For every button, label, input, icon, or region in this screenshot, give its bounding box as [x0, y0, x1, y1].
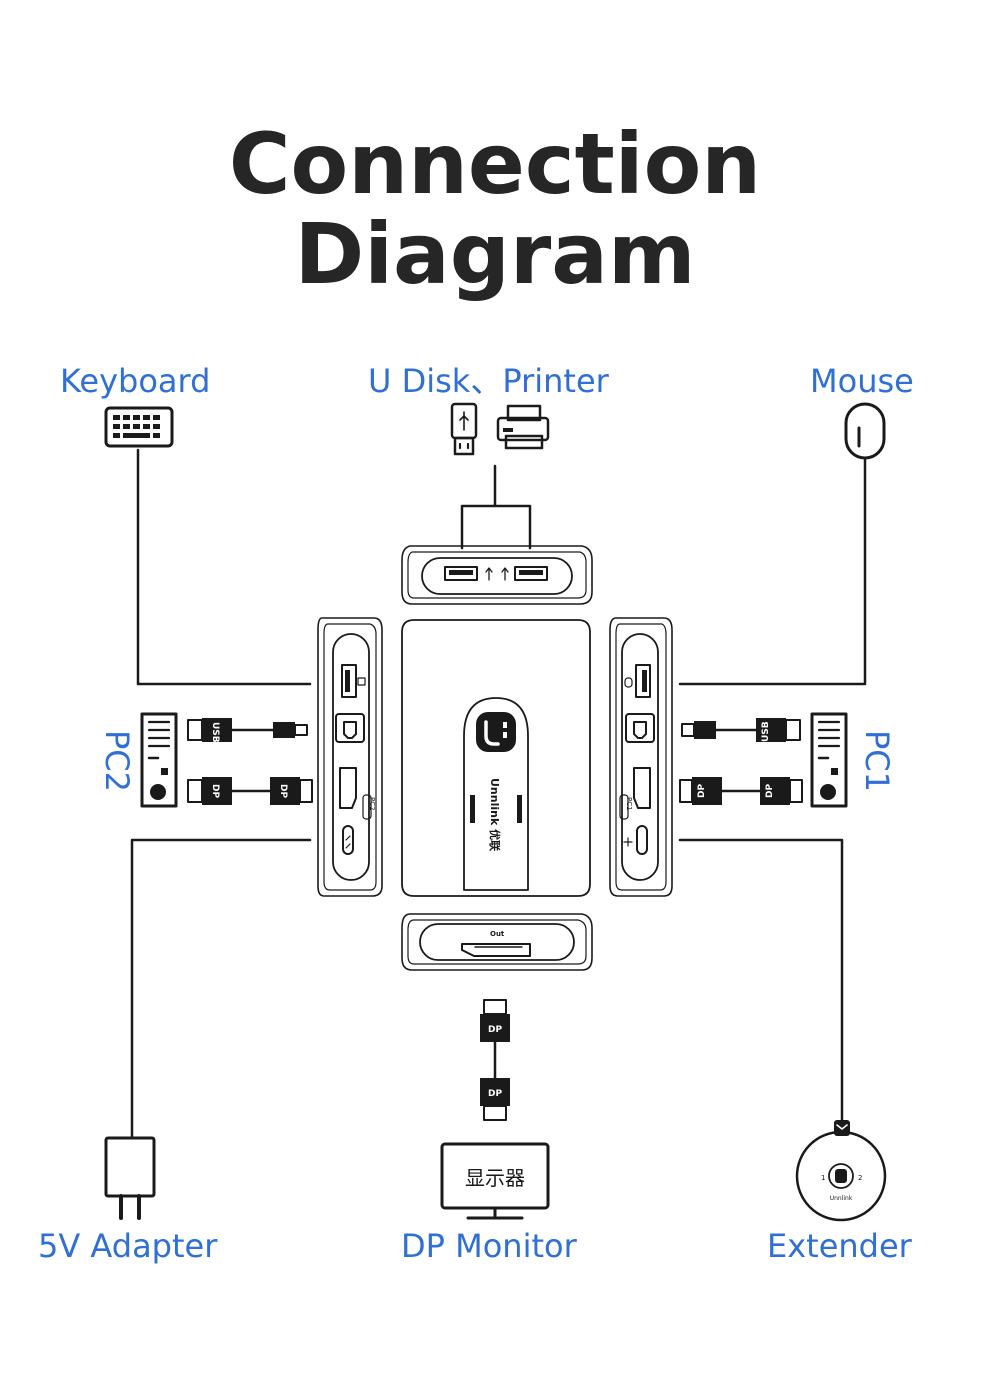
keyboard-label: Keyboard: [60, 362, 211, 400]
pc1-port-tag: PC1: [625, 797, 633, 811]
keyboard-icon: [104, 406, 174, 448]
left-port-panel-pc2: [317, 617, 383, 897]
pc2-dp-connector-label-a: DP: [210, 784, 220, 798]
udisk-printer-label: U Disk、Printer: [368, 362, 609, 400]
monitor-dp-connector-label-a: DP: [488, 1025, 502, 1035]
switch-body: [401, 619, 591, 897]
printer-icon: [496, 404, 550, 450]
pc1-usb-cable: [681, 718, 801, 742]
pc2-dp-cable: [187, 777, 313, 805]
monitor-dp-cable: [480, 999, 510, 1121]
bottom-output-panel: [401, 913, 593, 971]
extender-brand-text: Unnlink: [830, 1195, 853, 1202]
pc1-dp-cable: [679, 777, 803, 805]
extender-icon: [795, 1120, 887, 1222]
top-usb-port-panel: [401, 545, 593, 605]
power-adapter-icon: [104, 1136, 156, 1220]
monitor-dp-connector-label-b: DP: [488, 1089, 502, 1099]
pc1-tower-icon: [810, 712, 848, 808]
pc2-usb-cable: [187, 718, 308, 742]
monitor-screen-text: 显示器: [465, 1166, 525, 1190]
pc1-usb-connector-label: USB: [761, 721, 771, 742]
dp-monitor-label: DP Monitor: [401, 1227, 577, 1265]
monitor-icon: [440, 1142, 550, 1220]
pc2-tower-icon: [140, 712, 178, 808]
pc2-port-tag: PC2: [368, 797, 376, 811]
right-port-panel-pc1: [609, 617, 673, 897]
pc2-usb-connector-label: USB: [210, 722, 220, 743]
extender-label: Extender: [767, 1227, 912, 1265]
title-line-1: Connection: [228, 115, 762, 213]
extender-button-1: 1: [821, 1174, 825, 1182]
out-port-label: Out: [490, 930, 505, 938]
title-line-2: Diagram: [294, 205, 696, 303]
mouse-label: Mouse: [810, 362, 914, 400]
pc2-dp-connector-label-b: DP: [278, 784, 288, 798]
usb-stick-icon: [450, 402, 478, 456]
adapter-label: 5V Adapter: [38, 1227, 218, 1265]
mouse-icon: [844, 402, 886, 460]
pc1-dp-connector-label-a: DP: [697, 784, 707, 798]
pc1-dp-connector-label-b: DP: [765, 784, 775, 798]
switch-brand-text: Unnlink 优联: [488, 778, 502, 851]
extender-button-2: 2: [858, 1174, 862, 1182]
